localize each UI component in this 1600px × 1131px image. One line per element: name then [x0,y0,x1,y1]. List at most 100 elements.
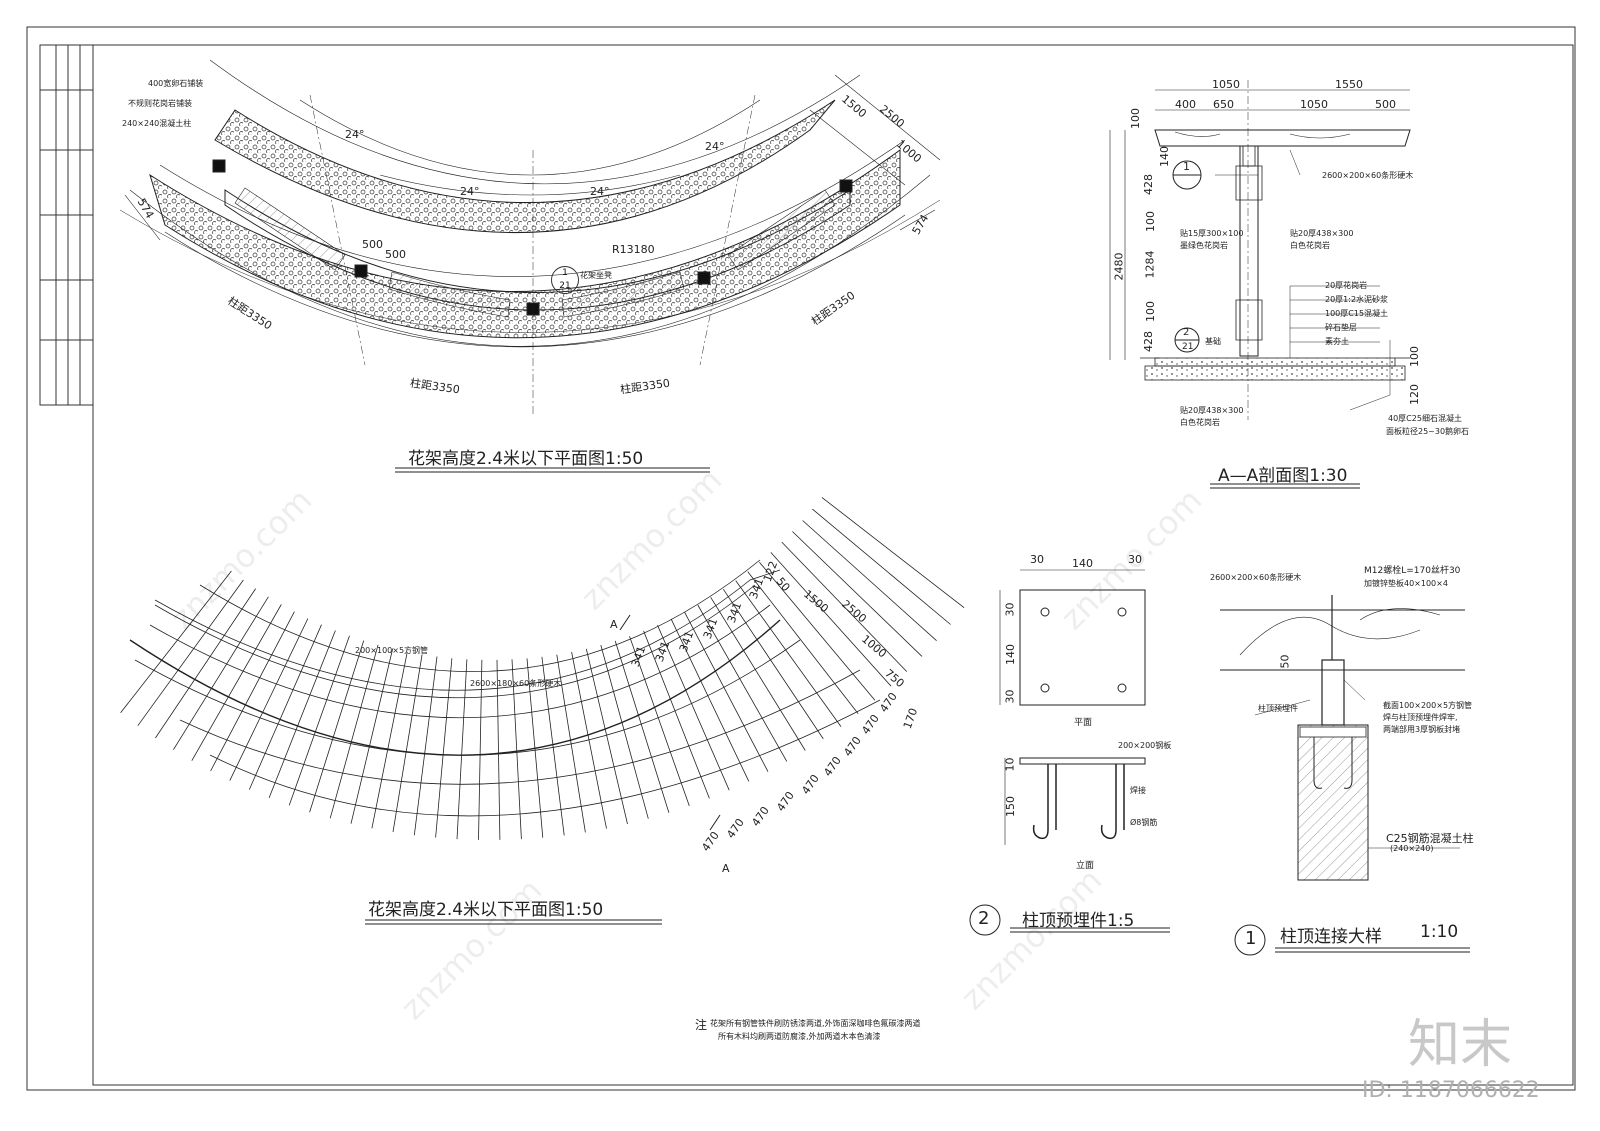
plan2-slat [137,579,244,726]
detail-label-tube2: 焊与柱顶预埋件焊牢, [1383,713,1458,722]
plan2-slat [371,651,408,829]
plan2-slat [722,588,824,740]
plan1-angle-3: 24° [590,185,610,198]
section-label-granite-left: 贴15厚300×100 [1180,229,1244,238]
detail-label-bolt: M12螺栓L=170丝杆30 [1364,566,1461,576]
plan2-slat [191,604,282,761]
section-dim-650: 650 [1213,98,1234,111]
section-dim-400: 400 [1175,98,1196,111]
detail-label-tube: 截面100×200×5方钢管 [1383,701,1473,710]
section-label-granite-left2: 墨绿色花岗岩 [1180,241,1228,250]
plan1-label-paving-400: 400宽卵石铺装 [148,79,204,88]
plan1-angle-2: 24° [460,185,480,198]
plan2-slat [526,658,544,838]
section-dim-120: 120 [1408,384,1421,405]
plan1-dim-500-b: 500 [385,248,406,261]
section-column [1239,145,1259,357]
plan1-radius: R13180 [612,243,655,256]
plan2-label-steel: 200×100×5方钢管 [355,646,429,655]
section-dim-100-right: 100 [1408,346,1421,367]
plan2-slat [684,612,769,772]
plan1-label-paving-stone: 不规则花岗岩铺装 [128,99,192,108]
embed-drawing [999,569,1146,845]
section-callout-2-den: 21 [1182,342,1194,352]
plan2-slat [670,618,750,782]
plan2-drawing [120,497,965,840]
section-layer-4: 碎石垫层 [1325,323,1357,332]
plan2-slat [309,640,365,813]
section-label-gravel: 面板粒径25~30鹅卵石 [1386,427,1470,436]
plan2-slat [350,648,394,824]
embed-dim-30-b: 30 [1128,553,1142,566]
section-dim-1284: 1284 [1143,250,1157,279]
embed-dim-30-c: 30 [1003,602,1017,617]
plan2-slat [329,644,379,819]
plan2-section-mark-bottom: A [722,862,730,875]
note-line-2: 所有木料均刷两道防腐漆,外加两道木本色清漆 [718,1032,881,1041]
section-label-granite-right: 贴20厚438×300 [1290,229,1354,238]
plan2-slat [435,658,453,838]
embed-dim-140: 140 [1072,557,1093,570]
detail-label-c25: C25钢筋混凝土柱 [1386,832,1474,845]
plan2-slat [541,656,565,836]
note-lead: 注 [695,1018,708,1032]
plan2-slat [511,659,522,840]
plan2-section-mark-top: A [610,618,618,631]
detail-label-embed: 柱顶预埋件 [1258,704,1298,713]
section-label-c25: 40厚C25细石混凝土 [1388,414,1462,423]
plan2-slat [392,654,423,833]
embed-dim-150: 150 [1004,796,1017,817]
detail-label-c25b: (240×240) [1390,844,1434,853]
plan2-slat [585,648,628,825]
plan2-slat [697,604,788,762]
plan2-slat [792,531,923,657]
embed-elev-label: 立面 [1076,861,1095,871]
section-layer-3: 100厚C15混凝土 [1325,309,1389,318]
detail-dim-50: 50 [1278,654,1292,669]
plan2-slat [288,635,350,806]
plan2-slat [614,640,670,813]
plan1-bench-left [234,187,346,271]
section-dim-100-low: 100 [1144,301,1157,322]
plan1-angle-4: 24° [705,140,725,153]
section-layer-2: 20厚1:2水泥砂浆 [1325,295,1389,304]
section-dim-2480: 2480 [1112,252,1126,281]
section-dim-500: 500 [1375,98,1396,111]
plan2-slat [643,630,710,799]
section-label-granite-right2: 白色花岗岩 [1290,241,1330,250]
detail-title-num: 1 [1245,928,1257,949]
plan2-slat [571,651,607,829]
section-dim-428-low: 428 [1142,331,1155,352]
note-line-1: 花架所有钢管铁件刷防锈漆两道,外饰面深咖啡色氟碳漆两道 [710,1019,921,1028]
detail-drawing [1220,595,1465,881]
embed-title-num: 2 [978,908,990,929]
plan2-slat [556,654,586,833]
plan1-angle-1: 24° [345,128,365,141]
section-label-wood: 2600×200×60条形硬木 [1322,171,1414,180]
section-drawing [1109,80,1411,420]
section-callout-2-text: 2 [1183,327,1190,338]
plan1-label-column: 240×240混凝土柱 [122,119,192,128]
plan2-slat [781,541,908,672]
detail-title: 柱顶连接大样 [1280,927,1382,947]
section-beam [1154,129,1411,147]
section-label-foundation: 基础 [1205,337,1221,346]
plan2-title: 花架高度2.4米以下平面图1:50 [368,900,604,920]
detail-label-tube3: 两端部用3厚钢板封堵 [1383,725,1461,734]
plan2-slat [268,630,336,799]
embed-dim-30-d: 30 [1003,689,1017,704]
plan2-slat [173,596,269,750]
plan2-slat [600,644,649,819]
plan1-bench-right [727,189,836,271]
plan2-slat [821,497,965,609]
plan2-slat [802,520,937,641]
plan2-slat [812,508,951,625]
plan1-dim-500-a: 500 [362,238,383,251]
embed-dim-140-v: 140 [1004,644,1017,665]
detail-label-wood: 2600×200×60条形硬木 [1210,573,1302,582]
sheet-frame [26,26,1576,1091]
section-dim-1550: 1550 [1335,78,1363,91]
section-dim-100-mid: 100 [1144,211,1157,232]
plan2-slat [248,624,322,790]
